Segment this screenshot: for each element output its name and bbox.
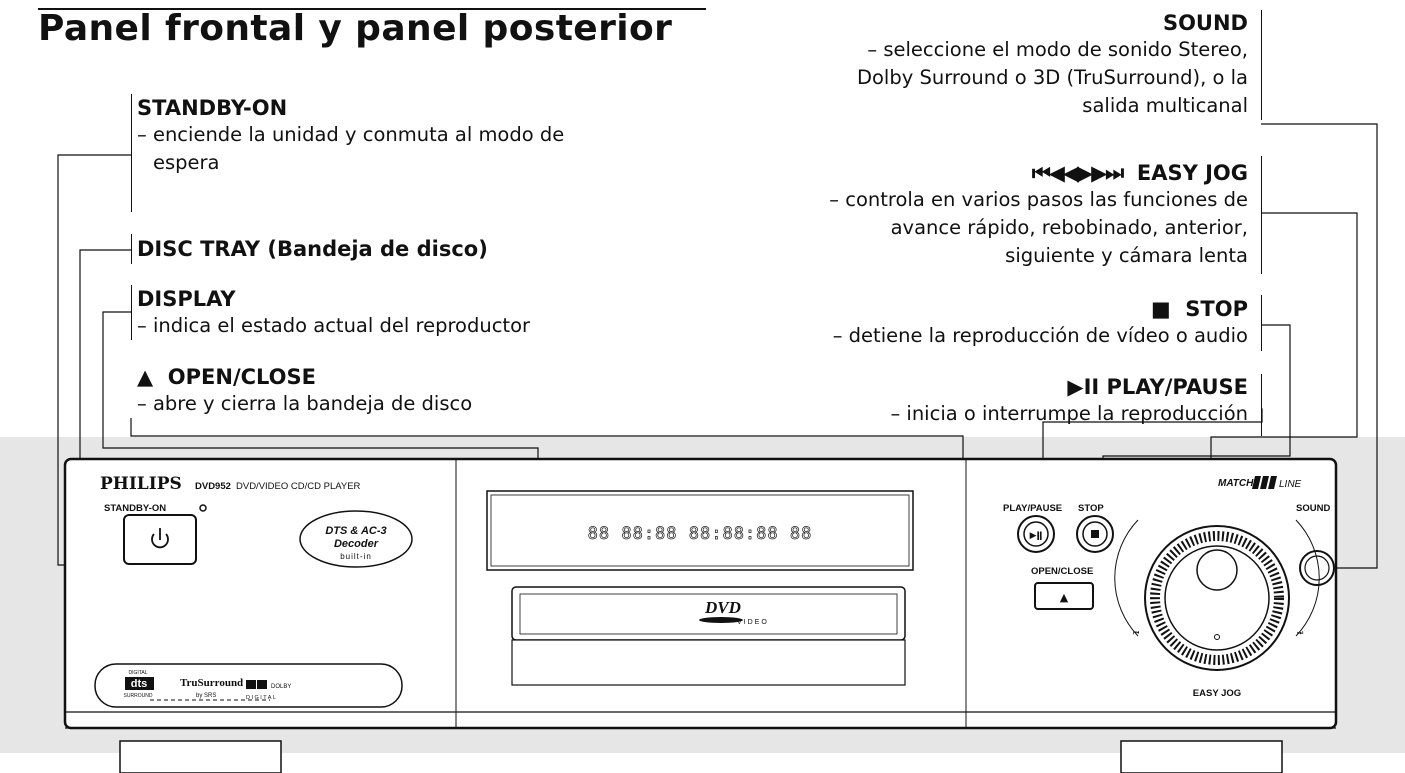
dts-bottom: SURROUND [124, 693, 153, 699]
standby-on-desc-2: espera [153, 151, 220, 174]
srs-logo: by SRS [196, 693, 216, 699]
sound-desc-3: salida multicanal [1082, 94, 1248, 117]
dts-logo: dts [131, 678, 148, 690]
foot-right [1120, 740, 1283, 773]
easy-jog-label: EASY JOG [1193, 688, 1241, 699]
stop-bracket [1261, 295, 1262, 351]
display-bracket [131, 285, 132, 340]
easy-jog-desc-3: siguiente y cámara lenta [1005, 244, 1248, 267]
easy-jog-heading-text: EASY JOG [1136, 161, 1248, 185]
decoder-badge-line3: built-in [340, 552, 372, 561]
open-close-desc: – abre y cierra la bandeja de disco [137, 392, 473, 415]
standby-indicator [199, 504, 207, 512]
easy-jog-desc-1: – controla en varios pasos las funciones… [829, 188, 1248, 211]
title-rule [38, 8, 706, 10]
sound-item: SOUND – seleccione el modo de sonido Ste… [857, 10, 1248, 120]
open-close-heading: ▲ OPEN/CLOSE [137, 364, 472, 390]
display-window [486, 490, 914, 571]
matchline-bars [1252, 476, 1277, 489]
play-pause-bracket [1261, 374, 1262, 436]
dvd-video-label: VIDEO [737, 619, 769, 626]
decoder-badge-line1: DTS & AC-3 [325, 525, 386, 537]
display-heading: DISPLAY [137, 287, 236, 311]
play-pause-icon: ▶II [1067, 375, 1100, 399]
stop-icon: ■ [1150, 297, 1171, 321]
open-close-button-icon: ▲ [1060, 591, 1069, 604]
brand-logo: PHILIPS [100, 474, 182, 494]
jog-prev-icon: ⏮ [1133, 629, 1139, 637]
open-close-heading-text: OPEN/CLOSE [167, 365, 316, 389]
decoder-badge-line2: Decoder [334, 538, 379, 550]
jog-next-icon: ⏭ [1297, 629, 1304, 637]
eject-icon: ▲ [137, 365, 154, 389]
display-segments: 88 88:88 88:88:88 88 [588, 524, 813, 544]
easy-jog-desc-2: avance rápido, rebobinado, anterior, [890, 216, 1248, 239]
stop-desc: – detiene la reproducción de vídeo o aud… [832, 324, 1248, 347]
stop-label: STOP [1078, 503, 1104, 514]
disc-tray-bracket [131, 234, 132, 264]
play-pause-button-icon: ▶ǁ [1030, 531, 1043, 541]
matchline-suffix: LINE [1279, 479, 1302, 490]
skip-search-icon: ⏮◀◀▶▶⏭ [1031, 161, 1124, 185]
decoder-badge [299, 510, 413, 568]
play-pause-heading-text: PLAY/PAUSE [1106, 375, 1248, 399]
standby-on-bracket [131, 94, 132, 212]
open-close-button[interactable] [1034, 582, 1094, 610]
stop-heading-text: STOP [1185, 297, 1248, 321]
disc-tray-heading: DISC TRAY (Bandeja de disco) [137, 237, 488, 261]
sound-desc-2: Dolby Surround o 3D (TruSurround), o la [856, 66, 1248, 89]
dolby-digital: DIGITAL [246, 695, 278, 701]
display-item: DISPLAY – indica el estado actual del re… [137, 286, 530, 340]
sound-bracket [1261, 10, 1262, 120]
foot-left [119, 740, 282, 773]
standby-on-item: STANDBY-ON – enciende la unidad y conmut… [137, 95, 564, 177]
model-number: DVD952 [195, 481, 231, 492]
disc-tray-item: DISC TRAY (Bandeja de disco) [137, 236, 488, 262]
stop-heading: ■ STOP [833, 296, 1248, 322]
play-pause-label: PLAY/PAUSE [1003, 503, 1062, 514]
display-desc: – indica el estado actual del reproducto… [137, 314, 531, 337]
sound-label: SOUND [1296, 503, 1330, 514]
model-desc: DVD/VIDEO CD/CD PLAYER [236, 481, 361, 492]
easy-jog-dial[interactable] [1114, 519, 1320, 671]
dts-logo-box [125, 677, 154, 690]
standby-on-heading: STANDBY-ON [137, 96, 288, 120]
page-title: Panel frontal y panel posterior [38, 8, 673, 49]
power-icon [151, 528, 169, 549]
play-pause-heading: ▶II PLAY/PAUSE [890, 374, 1248, 400]
easy-jog-heading: ⏮◀◀▶▶⏭ EASY JOG [829, 160, 1248, 186]
easy-jog-item: ⏮◀◀▶▶⏭ EASY JOG – controla en varios pas… [829, 160, 1248, 270]
dvd-logo: DVD [704, 598, 741, 617]
stop-item: ■ STOP – detiene la reproducción de víde… [833, 296, 1248, 350]
open-close-label: OPEN/CLOSE [1031, 566, 1093, 577]
dts-top: DIGITAL [128, 670, 147, 676]
open-close-item: ▲ OPEN/CLOSE – abre y cierra la bandeja … [137, 364, 472, 418]
sound-desc-1: – seleccione el modo de sonido Stereo, [867, 38, 1248, 61]
easy-jog-bracket [1261, 156, 1262, 274]
stop-button-icon [1091, 530, 1099, 538]
leader-sound [1261, 123, 1378, 569]
matchline-logo: MATCH [1218, 478, 1254, 489]
trusurround-logo: TruSurround [180, 677, 243, 689]
play-pause-desc: – inicia o interrumpe la reproducción [890, 402, 1248, 425]
play-pause-item: ▶II PLAY/PAUSE – inicia o interrumpe la … [890, 374, 1248, 428]
sound-heading: SOUND [1162, 11, 1248, 35]
standby-label: STANDBY-ON [104, 503, 166, 514]
standby-on-desc-1: – enciende la unidad y conmuta al modo d… [137, 123, 565, 146]
dolby-logo: DOLBY [271, 684, 291, 690]
